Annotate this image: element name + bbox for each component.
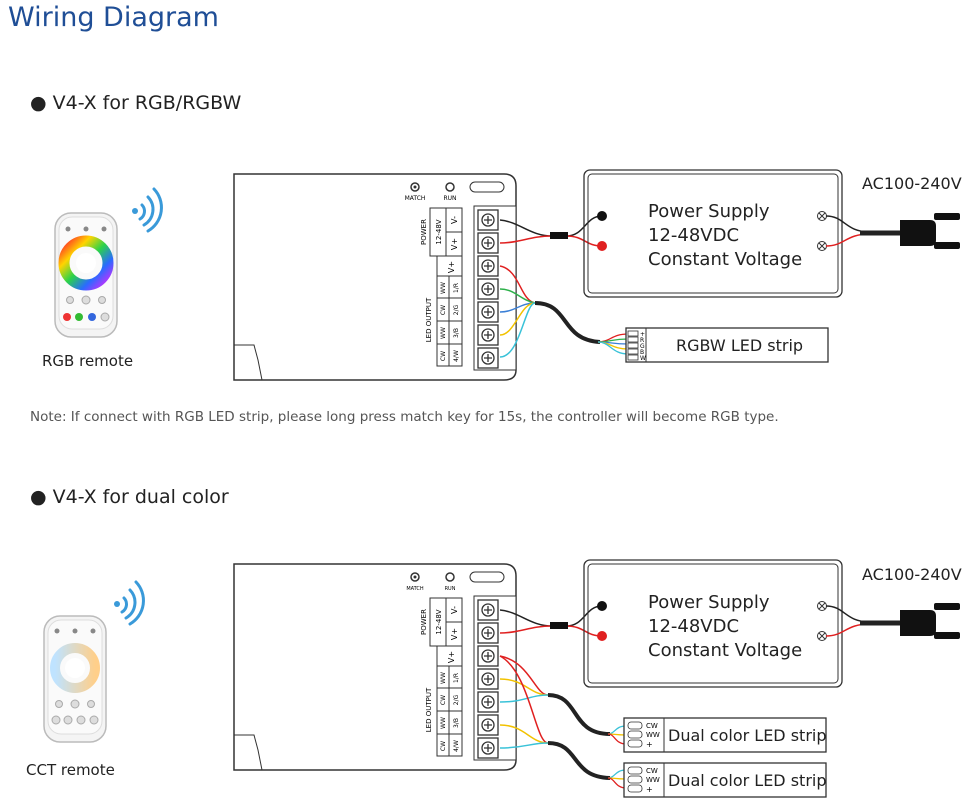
output-row-1-b: 1/R [453, 673, 460, 683]
strip1-pin-plus: + [646, 740, 653, 749]
strip-pin-r: R [640, 337, 644, 344]
ac-plug-icon [900, 603, 960, 639]
section-heading-text: V4-X for dual color [52, 486, 229, 508]
color-wheel-icon [58, 235, 114, 291]
terminal-vplus-out: V+ [447, 261, 456, 273]
power-label: POWER [420, 609, 428, 635]
output-row-2-b: 2/G [453, 304, 460, 315]
led-output-label: LED OUTPUT [425, 687, 433, 732]
terminal-v-plus: V+ [450, 238, 459, 250]
run-label: RUN [443, 195, 456, 202]
output-row-2-b: 2/G [453, 694, 460, 705]
psu-line-1: Power Supply [648, 592, 770, 613]
page-title: Wiring Diagram [8, 2, 219, 33]
strip1-pin-cw: CW [646, 722, 658, 730]
output-row-3-a: WW [440, 717, 447, 729]
terminal-screw-icon [817, 211, 827, 251]
output-row-4-b: 4/W [453, 740, 460, 752]
rgb-remote-illustration [54, 187, 163, 338]
section-heading-text: V4-X for RGB/RGBW [52, 92, 242, 114]
psu-line-3: Constant Voltage [648, 640, 803, 661]
wiring-rgbw: + R G B W [499, 169, 960, 363]
match-label: MATCH [405, 195, 426, 202]
psu-line-2: 12-48VDC [648, 616, 740, 637]
cct-wheel-icon [50, 643, 100, 693]
terminal-block [473, 205, 517, 371]
terminal-block [473, 595, 517, 761]
strip2-pin-ww: WW [646, 776, 660, 784]
strip1-pin-ww: WW [646, 731, 660, 739]
output-row-4-a: CW [440, 741, 447, 751]
psu-line-2: 12-48VDC [648, 225, 740, 246]
dual-strip-label-1: Dual color LED strip [668, 726, 827, 745]
power-supply-label: Power Supply 12-48VDC Constant Voltage [648, 200, 802, 272]
wiring-dual: CW WW + CW WW + [499, 559, 960, 798]
terminal-screw-icon [817, 601, 827, 641]
run-label: RUN [445, 586, 456, 592]
psu-line-1: Power Supply [648, 201, 770, 222]
led-output-label: LED OUTPUT [425, 297, 433, 342]
match-label: MATCH [406, 586, 424, 592]
rgbw-strip-label: RGBW LED strip [676, 336, 804, 355]
output-row-1-a: WW [440, 282, 447, 294]
strip-pin-plus: + [640, 331, 645, 338]
power-voltage-label: 12-48V [435, 219, 443, 244]
cct-remote-label: CCT remote [26, 761, 115, 779]
power-label: POWER [420, 219, 428, 245]
strip-pin-g: G [640, 343, 645, 350]
output-row-3-b: 3/B [453, 328, 460, 338]
dual-strip-label-2: Dual color LED strip [668, 771, 827, 790]
output-row-4-a: CW [440, 351, 447, 361]
strip-pin-w: W [640, 355, 646, 362]
strip2-pin-plus: + [646, 785, 653, 794]
note-text: Note: If connect with RGB LED strip, ple… [30, 409, 779, 425]
output-row-1-a: WW [440, 672, 447, 684]
output-row-2-a: CW [440, 305, 447, 315]
power-voltage-label: 12-48V [435, 609, 443, 634]
controller-rgbw: MATCH RUN POWER 12-48V V- V+ LED OUTPUT … [233, 173, 517, 381]
psu-line-3: Constant Voltage [648, 249, 803, 270]
power-supply-label: Power Supply 12-48VDC Constant Voltage [648, 591, 802, 663]
cct-remote-illustration [43, 580, 145, 743]
output-row-2-a: CW [440, 695, 447, 705]
output-row-3-b: 3/B [453, 718, 460, 728]
rgb-remote-label: RGB remote [42, 352, 134, 370]
strip-pin-b: B [640, 349, 644, 356]
terminal-v-plus: V+ [450, 628, 459, 640]
terminal-v-minus: V- [450, 606, 459, 614]
controller-dual: MATCH RUN POWER 12-48V V- V+ LED OUTPUT … [233, 563, 517, 771]
output-row-4-b: 4/W [453, 350, 460, 362]
strip2-pin-cw: CW [646, 767, 658, 775]
ac-voltage-label: AC100-240V [862, 174, 962, 193]
wireless-signal-icon [132, 187, 163, 233]
output-row-3-a: WW [440, 327, 447, 339]
output-row-1-b: 1/R [453, 283, 460, 293]
section-heading-dual: ● V4-X for dual color [30, 486, 229, 508]
terminal-v-minus: V- [450, 216, 459, 224]
ac-voltage-label: AC100-240V [862, 565, 962, 584]
ac-plug-icon [900, 213, 960, 249]
terminal-vplus-out: V+ [447, 651, 456, 663]
wireless-signal-icon [114, 580, 145, 626]
section-heading-rgb: ● V4-X for RGB/RGBW [30, 92, 242, 114]
